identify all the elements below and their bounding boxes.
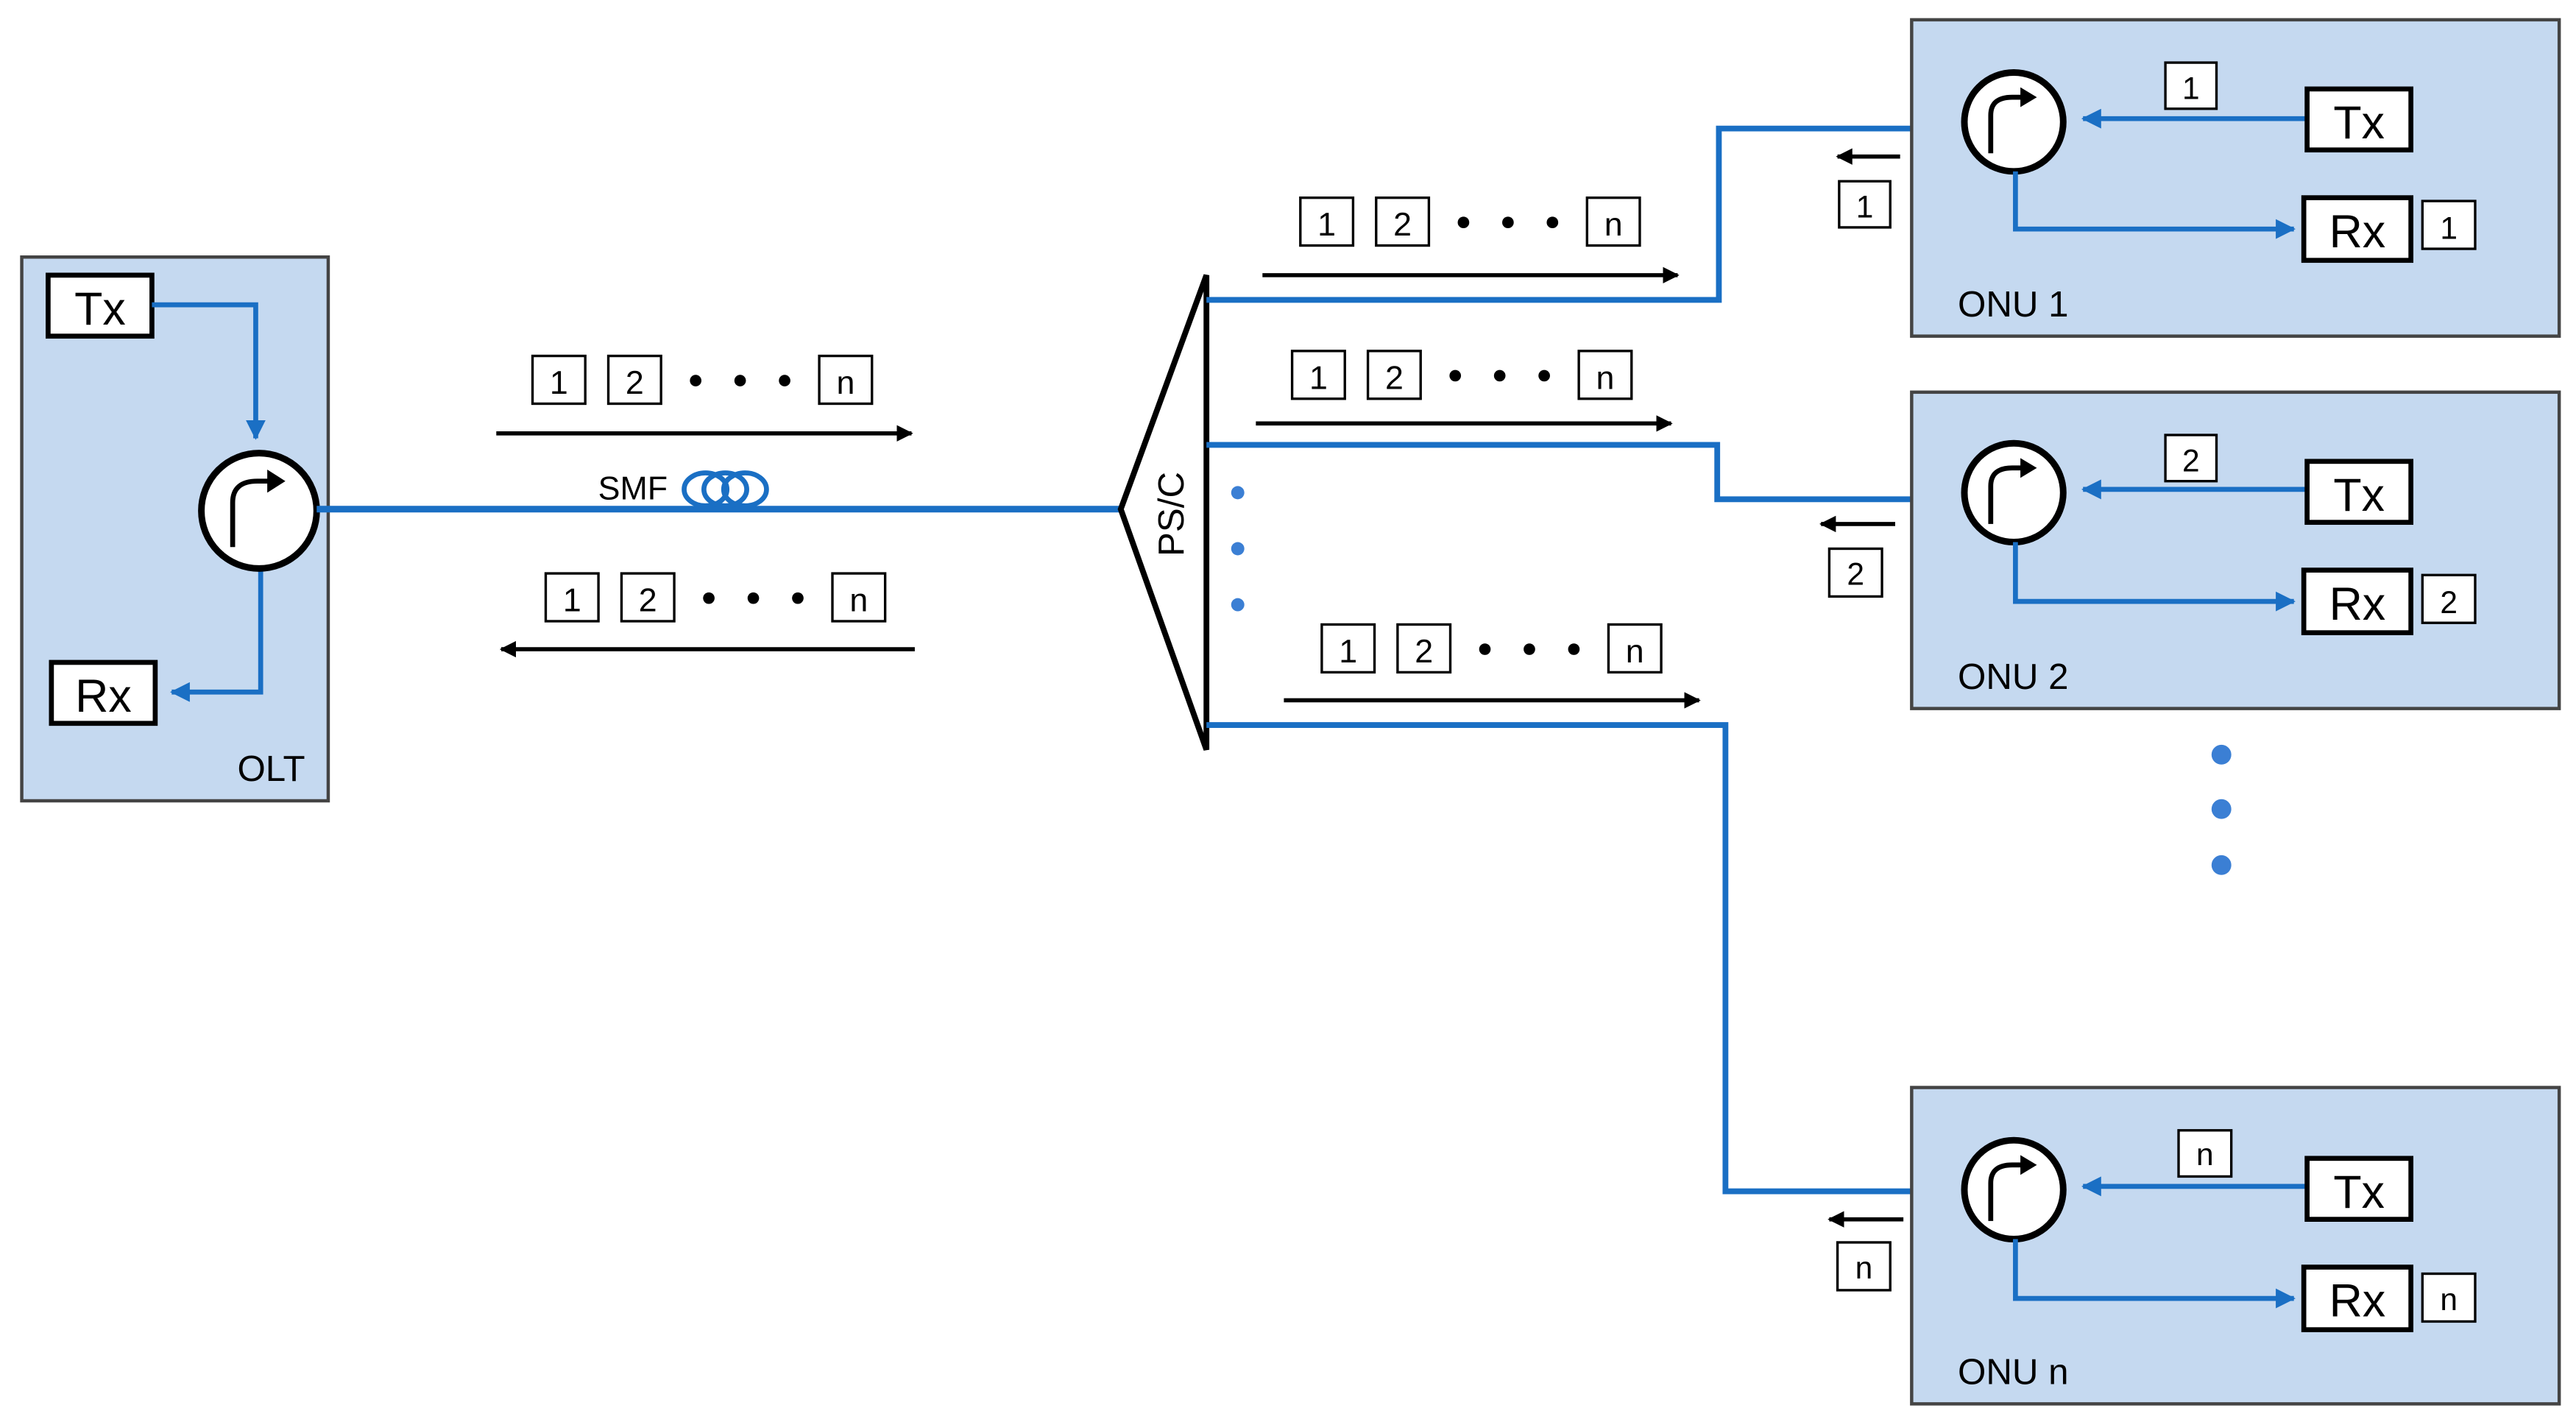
onu-rx-box: Rx <box>2301 1264 2414 1332</box>
ellipsis-dot <box>1546 216 1559 229</box>
ellipsis-dot <box>1231 486 1245 500</box>
uplink-slot-n: n <box>1855 1251 1873 1286</box>
branch-fiber-onu1 <box>1206 125 1964 303</box>
onu-rx-box: Rx <box>2301 195 2414 263</box>
onu-circulator-icon <box>1961 439 2067 546</box>
onu-rx-slot: n <box>2440 1282 2458 1317</box>
branch-frames-1: 1 2 n <box>1299 196 1641 247</box>
onu-rx-slot: 2 <box>2440 585 2458 620</box>
ellipsis-dot <box>1231 542 1245 556</box>
ellipsis-dot <box>2211 799 2232 819</box>
frame-label: n <box>1604 206 1623 243</box>
ellipsis-dot <box>1568 643 1580 655</box>
uplink-slot-2: 2 <box>1847 557 1864 592</box>
ellipsis-dot <box>779 375 790 386</box>
frame-label: 2 <box>1415 633 1433 670</box>
onu-label: ONU n <box>1958 1352 2069 1393</box>
frame-label: n <box>1596 359 1614 396</box>
ellipsis-dot <box>1231 598 1245 612</box>
ellipsis-dot <box>1493 369 1506 382</box>
splitter-label: PS/C <box>1151 472 1192 556</box>
branch-fiber-onun <box>1206 722 1964 1195</box>
onu-tx-label: Tx <box>2333 97 2385 149</box>
olt-rx-label: Rx <box>75 671 132 722</box>
upstream-frames: 1 2 n <box>544 572 887 623</box>
frame-label: 1 <box>1317 206 1336 243</box>
smf-label: SMF <box>598 470 668 506</box>
ellipsis-dot <box>1449 369 1462 382</box>
ellipsis-dot <box>1502 216 1514 229</box>
olt-panel: Tx Rx OLT <box>20 255 330 803</box>
frame-label: 2 <box>1385 359 1404 396</box>
branch-frames-2: 1 2 n <box>1290 350 1633 400</box>
ellipsis-dot <box>2211 855 2232 875</box>
branch-fiber-onu2 <box>1206 442 1964 503</box>
uplink-slot-1: 1 <box>1856 190 1874 225</box>
onu-rx-slot: 1 <box>2440 211 2458 247</box>
frame-label: 1 <box>1309 359 1328 396</box>
onu-tx-label: Tx <box>2333 470 2385 521</box>
onu-panel-1: Tx Rx 1 1 ONU 1 <box>1910 18 2561 338</box>
onu-tx-slot: 1 <box>2182 71 2200 106</box>
frame-label: n <box>836 364 854 401</box>
onu-rx-label: Rx <box>2329 1276 2386 1327</box>
onu-rx-path <box>2013 542 2296 612</box>
onu-label: ONU 1 <box>1958 284 2069 325</box>
ellipsis-dot <box>1457 216 1470 229</box>
onu-rx-path <box>2013 1239 2296 1309</box>
onu-rx-path <box>2013 171 2296 239</box>
onu-tx-label: Tx <box>2333 1167 2385 1218</box>
ellipsis-dot <box>792 592 804 604</box>
olt-tx-box: Tx <box>46 272 155 339</box>
frame-label: 2 <box>626 364 644 401</box>
frame-label: 2 <box>1393 206 1412 243</box>
ellipsis-dot <box>747 592 760 604</box>
fiber-spool-icon <box>682 470 769 509</box>
onu-panel-2: Tx Rx 2 2 ONU 2 <box>1910 390 2561 710</box>
onu-tx-box: Tx <box>2304 1156 2414 1222</box>
onu-circulator-icon <box>1961 69 2067 175</box>
frame-label: 1 <box>563 582 581 619</box>
olt-tx-path <box>152 302 266 440</box>
onu-tx-box: Tx <box>2304 86 2414 153</box>
branch-frames-n: 1 2 n <box>1320 623 1663 674</box>
onu-panel-n: Tx Rx n n ONU n <box>1910 1086 2561 1406</box>
ellipsis-dot <box>690 375 702 386</box>
onu-tx-slot: 2 <box>2182 443 2200 478</box>
onu-circulator-icon <box>1961 1136 2067 1242</box>
onu-label: ONU 2 <box>1958 657 2069 697</box>
ellipsis-dot <box>734 375 746 386</box>
frame-label: 1 <box>1339 633 1357 670</box>
frame-label: n <box>849 582 868 619</box>
onu-tx-box: Tx <box>2304 459 2414 526</box>
onu-rx-label: Rx <box>2329 206 2386 258</box>
olt-label: OLT <box>237 749 305 789</box>
olt-tx-label: Tx <box>74 283 126 335</box>
ellipsis-dot <box>1479 643 1491 655</box>
onu-rx-label: Rx <box>2329 579 2386 630</box>
onu-rx-box: Rx <box>2301 567 2414 636</box>
olt-circulator-icon <box>198 450 320 572</box>
frame-label: 1 <box>550 364 568 401</box>
ellipsis-dot <box>2211 744 2232 765</box>
onu-tx-slot: n <box>2196 1137 2214 1172</box>
downstream-frames: 1 2 n <box>531 354 874 406</box>
frame-label: n <box>1626 633 1644 670</box>
splitter: PS/C <box>1117 274 1210 751</box>
olt-rx-path <box>170 568 263 702</box>
olt-rx-box: Rx <box>49 659 158 726</box>
ellipsis-dot <box>703 592 715 604</box>
ellipsis-dot <box>1524 643 1535 655</box>
frame-label: 2 <box>639 582 657 619</box>
ellipsis-dot <box>1538 369 1550 382</box>
